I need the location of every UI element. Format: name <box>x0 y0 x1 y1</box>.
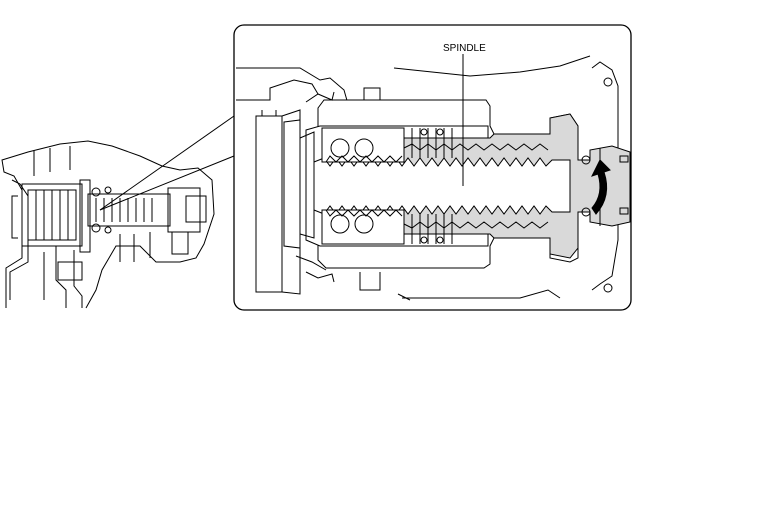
curved-arrow-icon <box>591 159 611 215</box>
spindle-label: SPINDLE <box>443 43 486 54</box>
overview-cross-section <box>1 140 215 309</box>
callout-lines <box>99 115 235 211</box>
detail-cross-section <box>236 55 631 301</box>
